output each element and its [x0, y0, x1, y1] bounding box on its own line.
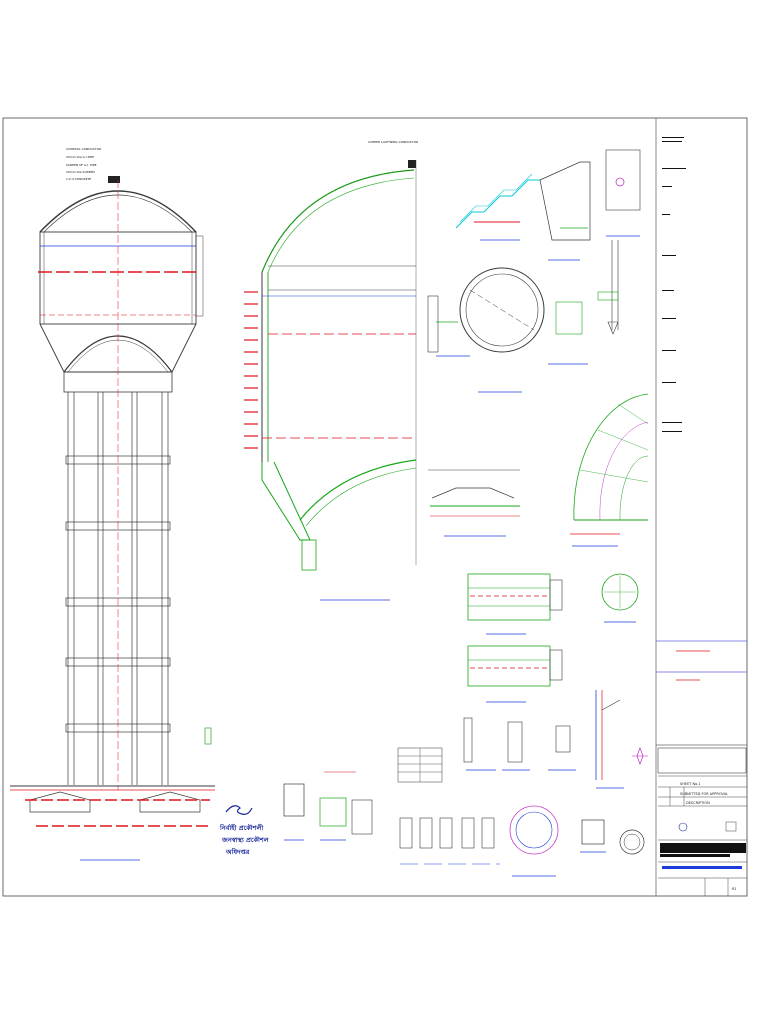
sheet-number: R1	[732, 887, 737, 891]
bracket-detail	[595, 690, 624, 789]
ring-plan	[427, 267, 588, 393]
stamp-line-3: অধিদপ্তর	[225, 847, 251, 856]
stamp-line-1: নির্বাহী প্রকৌশলী	[219, 822, 264, 832]
rebar-details-row	[463, 717, 576, 771]
tank-elevation: CONTROL CONDUCTOR 20mm Dia G.I PIPE SCRE…	[10, 147, 215, 861]
beam-detail-1	[467, 573, 563, 635]
bar-bending-details	[399, 817, 500, 865]
note-left-2: 20mm Dia G.I PIPE	[66, 155, 94, 159]
ladder-detail	[597, 240, 619, 335]
note-left-1: CONTROL CONDUCTOR	[66, 147, 101, 151]
title-line-2: SUBMITTED FOR APPROVAL	[680, 792, 728, 796]
note-left-4: 20mm Dia SCREEN	[66, 170, 95, 174]
column-plan	[601, 573, 639, 623]
footing-section	[428, 469, 520, 537]
title-line-1: SHEET No.1	[680, 782, 701, 786]
logo-icon	[678, 821, 737, 832]
beam-detail-2	[467, 645, 563, 703]
title-block: SHEET No.1 SUBMITTED FOR APPROVAL DESCRI…	[655, 118, 747, 896]
base-ring-plan	[509, 805, 559, 877]
manhole-cover	[580, 819, 645, 855]
dome-rebar-plan	[570, 393, 649, 547]
note-center: COPPER LIGHTNING CONDUCTOR	[368, 140, 418, 144]
official-stamp: নির্বাহী প্রকৌশলী জনস্বাস্থ্য প্রকৌশল অধ…	[219, 805, 270, 856]
stair-detail	[455, 173, 540, 241]
title-line-3: DESCRIPTION	[686, 801, 710, 805]
sheet-border	[2, 117, 748, 897]
stamp-line-2: জনস্বাস্থ্য প্রকৌশল	[221, 835, 270, 844]
compass-icon	[632, 746, 648, 766]
hood-detail	[539, 149, 641, 261]
dome-section: COPPER LIGHTNING CONDUCTOR	[244, 140, 418, 601]
note-left-5: 1:2:4 CONCRETE	[66, 177, 91, 181]
schedule-table	[397, 747, 443, 783]
note-left-3: SCREEN OF G.I. PIPE	[66, 163, 97, 167]
signature-icon	[225, 805, 253, 815]
manhole-details	[283, 771, 373, 841]
